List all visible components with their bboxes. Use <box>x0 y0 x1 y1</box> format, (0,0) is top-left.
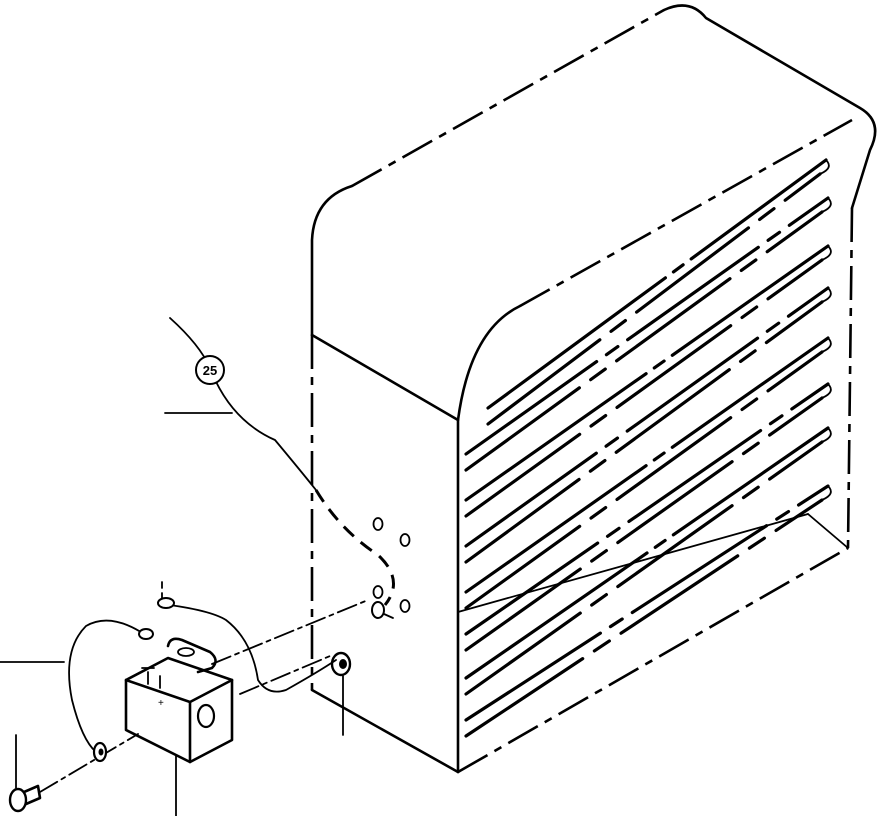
grille-fin-lower <box>486 172 822 426</box>
grille-fin-cap <box>819 159 830 175</box>
grille-fin <box>486 158 828 410</box>
grille-fin-lower <box>464 210 824 472</box>
grille-fin <box>464 244 830 502</box>
grille-fin-cap <box>821 485 832 501</box>
grille-fin <box>464 484 830 722</box>
grille-fin-cap <box>821 197 832 213</box>
grille-fin-cap <box>821 245 832 261</box>
grille-fin-lower <box>464 440 824 696</box>
grille-fin <box>464 426 830 680</box>
grille-fin-cap <box>821 287 832 303</box>
grille-fin-lower <box>464 300 824 564</box>
box-leads <box>68 597 337 763</box>
grille-fin-lower <box>464 350 824 610</box>
thumb-screw <box>8 784 42 813</box>
alignment-lines <box>39 581 369 793</box>
grommet <box>330 651 352 736</box>
grille-fin <box>464 196 830 456</box>
svg-text:+: + <box>158 698 164 709</box>
wire-harness <box>164 317 395 606</box>
grille-fin <box>464 336 830 594</box>
heater-housing <box>310 4 877 774</box>
grille-fin-lower <box>464 498 824 738</box>
mounting-screw <box>371 601 394 619</box>
grille-fin <box>464 286 830 548</box>
grille-fin-cap <box>821 337 832 353</box>
grille-fin-cap <box>821 383 832 399</box>
grille-fin-lower <box>464 258 824 518</box>
callout-25-number: 25 <box>203 363 217 378</box>
switch-box: + <box>124 637 234 764</box>
leader-lines <box>0 661 177 816</box>
grille-fin-lower <box>464 396 824 652</box>
callout-25: 25 <box>195 355 225 385</box>
grille-fins <box>464 158 832 738</box>
grille-fin-cap <box>821 427 832 443</box>
grille-fin <box>464 382 830 636</box>
